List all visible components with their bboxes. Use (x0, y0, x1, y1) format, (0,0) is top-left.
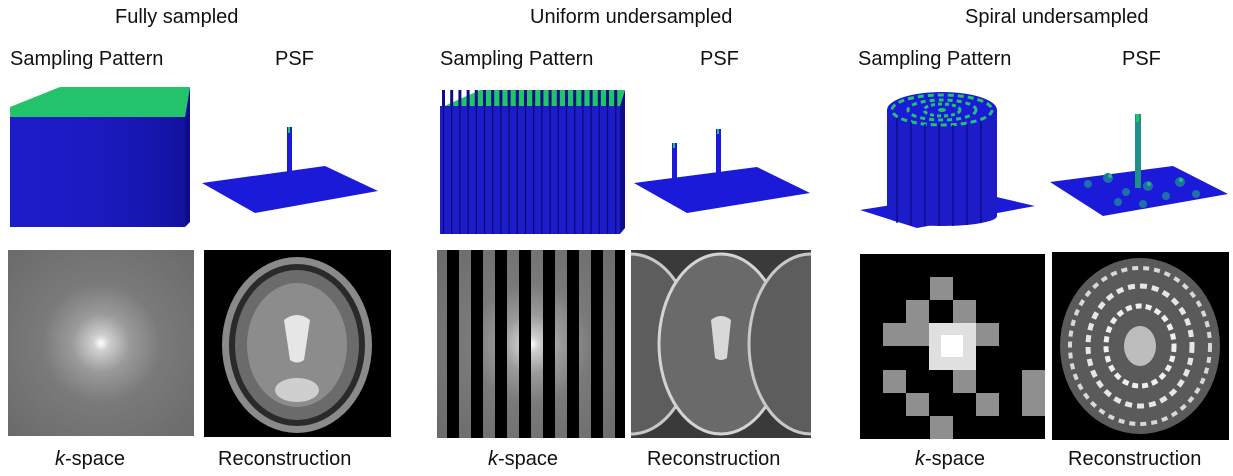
label-sampling-pattern: Sampling Pattern (858, 48, 1012, 70)
stripe-gap (597, 90, 601, 106)
kspace-suffix: -space (65, 448, 126, 470)
stripe-gap (573, 90, 577, 106)
label-psf: PSF (700, 48, 739, 70)
stripe-gap (515, 90, 519, 106)
spiral-kspace-image (860, 254, 1045, 439)
stripe-gap (474, 90, 478, 106)
spiral-reconstruction-image (1052, 252, 1229, 440)
uniform-pattern-striped-cube (440, 90, 625, 234)
label-kspace: k-space (488, 448, 558, 471)
stripe-gap (524, 90, 527, 106)
stripe-gap (606, 90, 609, 106)
stripe-gap (442, 90, 445, 106)
kspace-suffix: -space (925, 448, 986, 470)
fully-sampled-reconstruction-image (204, 250, 391, 437)
label-sampling-pattern: Sampling Pattern (10, 48, 164, 70)
kspace-suffix: -space (498, 448, 559, 470)
stripe-gap (491, 90, 495, 106)
uniform-psf-plot (634, 129, 810, 213)
label-kspace: k-space (915, 448, 985, 471)
stripe-gap (581, 90, 585, 106)
fully-sampled-kspace-image (8, 250, 194, 436)
label-psf: PSF (1122, 48, 1161, 70)
stripe-gap (499, 90, 503, 106)
kspace-k: k (915, 448, 925, 470)
kspace-k: k (55, 448, 65, 470)
spiral-psf-plot (1050, 114, 1228, 216)
stripe-gap (458, 90, 462, 106)
label-sampling-pattern: Sampling Pattern (440, 48, 594, 70)
stripe-gap (565, 90, 568, 106)
fully-sampled-psf-plot (202, 127, 378, 213)
stripe-gap (483, 90, 486, 106)
stripe-gap (450, 90, 454, 106)
panel-title-spiral-undersampled: Spiral undersampled (965, 6, 1149, 28)
uniform-kspace-image (437, 250, 625, 438)
stripe-gap (548, 90, 552, 106)
stripe-gap (614, 90, 618, 106)
label-reconstruction: Reconstruction (1068, 448, 1202, 470)
panel-title-fully-sampled: Fully sampled (115, 6, 239, 28)
uniform-reconstruction-image (631, 250, 811, 438)
panel-title-uniform-undersampled: Uniform undersampled (530, 6, 733, 28)
stripe-gap (532, 90, 536, 106)
spiral-pattern-cylinder (860, 92, 1035, 228)
label-kspace: k-space (55, 448, 125, 471)
label-reconstruction: Reconstruction (647, 448, 781, 470)
stripe-gap (589, 90, 593, 106)
stripe-gap (556, 90, 560, 106)
label-reconstruction: Reconstruction (218, 448, 352, 470)
kspace-k: k (488, 448, 498, 470)
stripe-gap (540, 90, 544, 106)
fully-sampled-pattern-cube (10, 87, 190, 227)
stripe-gap (507, 90, 511, 106)
label-psf: PSF (275, 48, 314, 70)
stripe-gap (466, 90, 470, 106)
